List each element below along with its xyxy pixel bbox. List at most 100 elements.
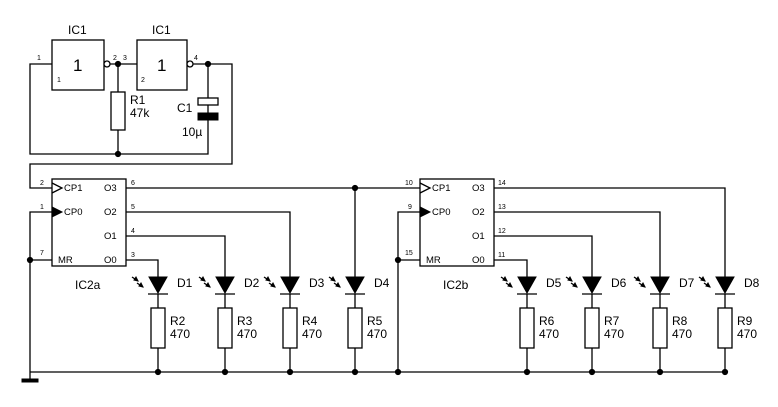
led-d6-label: D6 [611,276,627,290]
gate-1-pin-out: 2 [113,55,117,62]
led-d1: D1 [131,276,193,308]
resistor-r4-ref: R4 [302,314,318,328]
led-d7: D7 [633,276,695,308]
junction-dot [588,368,596,376]
ic2b-pin-o3: 14 [498,180,506,187]
led-d6: D6 [565,276,627,308]
ic2a-pin-mr: 7 [40,250,44,257]
inverter-gate-1: IC1 1 1 1 2 [37,23,117,91]
resistor-r6-ref: R6 [539,314,555,328]
ic2a-label-o3: O3 [104,183,117,194]
resistor-r6-value: 470 [539,327,559,341]
r1-ref: R1 [130,93,146,107]
ic2b-name: IC2b [443,278,469,292]
ic2a-name: IC2a [75,278,101,292]
led-d3: D3 [263,276,325,308]
led-d8-label: D8 [744,276,760,290]
light-emission-icon [633,276,646,288]
counter-ic2b: CP1 CP0 MR O3 O2 O1 O0 10 9 15 14 13 12 … [405,178,506,292]
resistor-r8-ref: R8 [672,314,688,328]
junction-dot [721,368,729,376]
ic2b-label-o1: O1 [472,231,485,242]
oscillator-wires [29,60,233,189]
gate-1-symbol: 1 [73,56,82,75]
ic2b-pin-o2: 13 [498,204,506,211]
r1-value: 47k [130,106,150,120]
resistor-r3-value: 470 [237,327,257,341]
gate-2-ref: IC1 [152,23,171,37]
light-emission-icon [131,276,144,288]
c1-ref: C1 [177,101,193,115]
junction-dot [656,368,664,376]
ic2b-pin-o0: 11 [498,252,505,259]
led-d4-label: D4 [374,276,390,290]
gate-2-input-label: 2 [141,77,145,84]
light-emission-icon [565,276,578,288]
led-d2: D2 [198,276,260,308]
led-d1-label: D1 [177,276,193,290]
ic2a-label-o1: O1 [104,231,117,242]
ic2b-pin-cp1: 10 [405,180,413,187]
junction-dot [351,368,359,376]
gate-2-symbol: 1 [157,56,166,75]
junction-dot [286,368,294,376]
gate-1-pin-in: 1 [37,55,41,62]
oscillator-section: IC1 1 1 1 2 IC1 1 2 3 4 [29,23,233,189]
counter-ic2a: CP1 CP0 MR O3 O2 O1 O0 2 1 7 6 5 4 3 IC2… [40,178,135,292]
ic2b-label-cp1: CP1 [432,183,450,194]
gate-1-ref: IC1 [68,23,87,37]
gate-2-pin-in: 3 [123,55,127,62]
led-d7-label: D7 [679,276,695,290]
led-d8: D8 [698,276,760,308]
ic2b-label-o2: O2 [472,207,485,218]
light-emission-icon [698,276,711,288]
resistor-r9-value: 470 [737,327,757,341]
resistor-r2-ref: R2 [170,314,186,328]
gate-2-pin-out: 4 [194,55,198,62]
resistor-r4-value: 470 [302,327,322,341]
ground-icon [21,378,39,383]
resistor-r3-ref: R3 [237,314,253,328]
light-emission-icon [328,276,341,288]
ic2a-pin-o1: 4 [131,228,135,235]
light-emission-icon [263,276,276,288]
light-emission-icon [198,276,211,288]
ic2b-pin-mr: 15 [405,250,413,257]
ic2b-label-cp0: CP0 [432,207,450,218]
led-d5: D5 [500,276,562,308]
ic2a-label-o0: O0 [104,255,117,266]
junction-dot [154,368,162,376]
capacitor-c1: C1 10µ [177,97,219,139]
ic2a-pin-o0: 3 [131,252,135,259]
resistor-r1: R1 47k [110,91,150,131]
ic2b-label-mr: MR [426,255,441,266]
resistor-r2-value: 470 [170,327,190,341]
ic2b-pin-o1: 12 [498,228,506,235]
ic2a-label-o2: O2 [104,207,117,218]
led-d4: D4 [328,276,390,308]
resistor-r7-ref: R7 [604,314,620,328]
junction-dot [221,368,229,376]
counter-wires [26,184,726,380]
resistor-r8-value: 470 [672,327,692,341]
inverter-gate-2: IC1 1 2 3 4 [123,23,198,91]
ic2a-pin-cp0: 1 [40,204,44,211]
ic2b-pin-cp0: 9 [408,204,412,211]
led-d2-label: D2 [244,276,260,290]
ic2a-pin-o3: 6 [131,180,135,187]
c1-value: 10µ [182,125,202,139]
junction-dot [523,368,531,376]
resistor-r7-value: 470 [604,327,624,341]
ic2a-label-cp1: CP1 [64,183,82,194]
ic2a-pin-o2: 5 [131,204,135,211]
led-d5-label: D5 [546,276,562,290]
